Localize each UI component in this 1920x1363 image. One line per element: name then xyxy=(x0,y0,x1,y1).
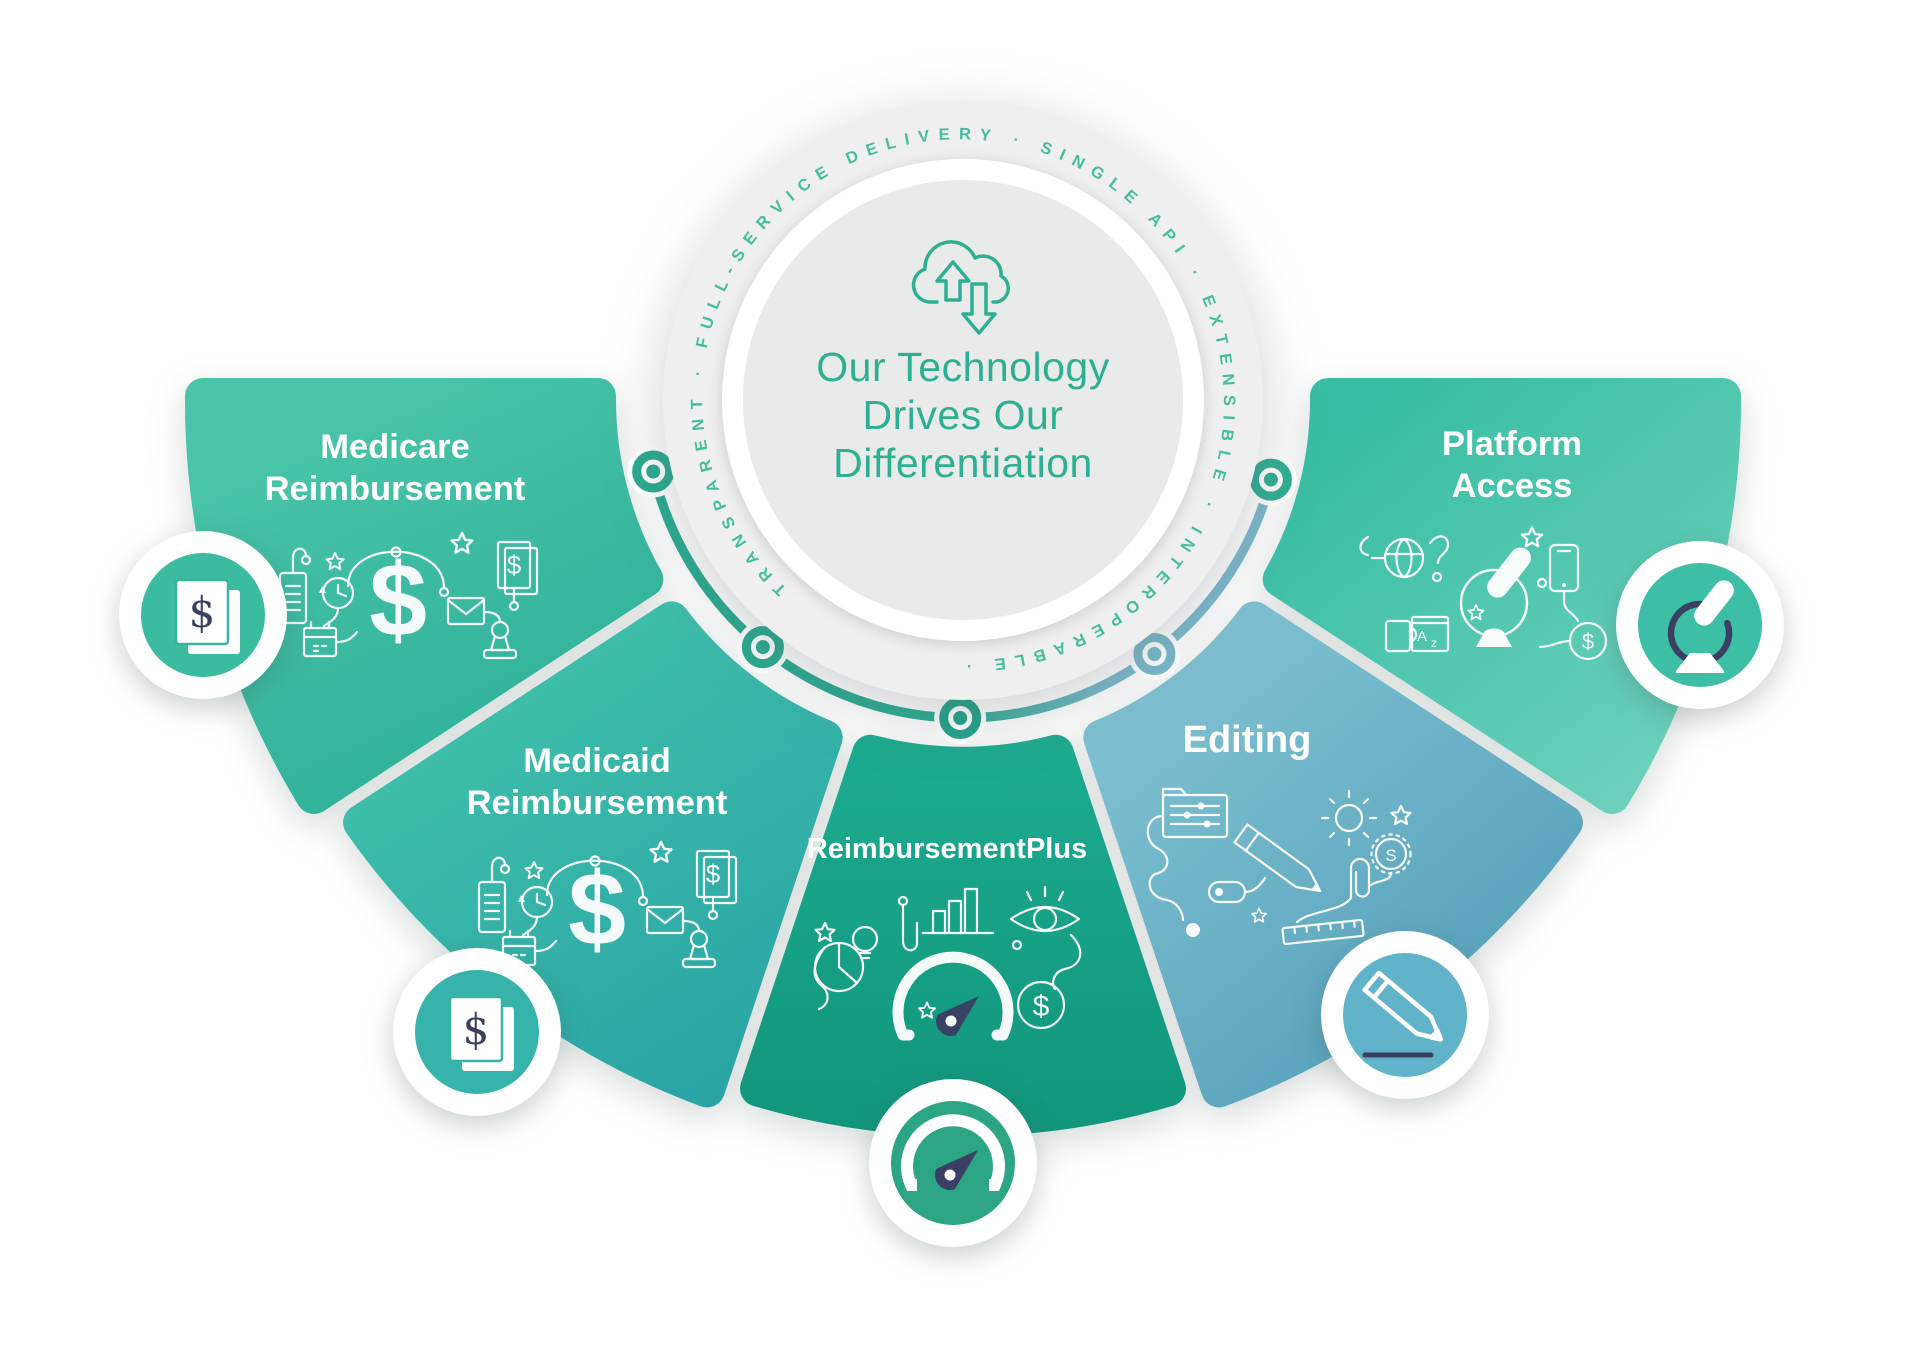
connector-node-dot xyxy=(897,895,909,907)
segment-medicaid-label-line2: Reimbursement xyxy=(467,784,728,822)
toggle-pill-icon xyxy=(1207,876,1267,904)
coin-dollar-glyph: $ xyxy=(1582,629,1594,654)
connector-line xyxy=(1359,535,1386,560)
central-hub: TRANSPARENT · FULL-SERVICE DELIVERY · SI… xyxy=(663,100,1263,700)
segment-reimbursementplus-label: ReimbursementPlus xyxy=(807,833,1087,865)
documents-dollar-icon xyxy=(174,578,242,656)
medicare-badge xyxy=(119,531,287,699)
segment-editing-label: Editing xyxy=(1183,719,1312,761)
dictionary-letter-z: z xyxy=(1431,636,1437,650)
connector-node-3 xyxy=(934,692,987,744)
ruler-icon xyxy=(1281,918,1365,946)
dictionary-letter-a: A xyxy=(1417,628,1427,645)
pencil-icon xyxy=(1362,970,1443,1058)
platform-icons-cluster: A z $ xyxy=(1359,526,1608,661)
connector-end-dot xyxy=(1186,923,1200,937)
cloud-sync-arrows-icon xyxy=(911,240,1010,335)
connector-line xyxy=(1428,535,1450,565)
bar-chart-icon xyxy=(921,887,995,935)
microscope-icon xyxy=(1667,580,1734,673)
editing-badge xyxy=(1321,931,1489,1099)
documents-dollar-icon xyxy=(448,995,516,1073)
dictionary-icon: A z xyxy=(1410,615,1450,653)
microscope-large-icon xyxy=(1459,547,1531,647)
paperclip-icon xyxy=(1349,857,1371,900)
connector-line xyxy=(1148,872,1185,922)
reimbursementplus-icons-cluster: $ xyxy=(813,885,1082,1041)
segment-platform-label-line2: Access xyxy=(1452,467,1573,505)
segment-platform-label-line1: Platform xyxy=(1442,425,1582,463)
connector-line xyxy=(1562,589,1580,623)
hub-title-line1: Our Technology xyxy=(816,344,1109,390)
dollar-coin-icon: $ xyxy=(1016,980,1066,1030)
platform-badge xyxy=(1616,541,1784,709)
connector-node-1 xyxy=(627,445,680,498)
medicaid-badge xyxy=(393,948,561,1116)
coin-dollar-glyph: $ xyxy=(1033,990,1050,1023)
hub-title-line3: Differentiation xyxy=(833,440,1093,486)
segment-reimbursementplus-wedge xyxy=(740,734,1186,1137)
segment-editing-wedge xyxy=(1083,601,1583,1108)
connector-line xyxy=(1538,639,1572,649)
speedometer-icon xyxy=(901,1114,1005,1191)
connector-line xyxy=(901,903,919,952)
reimbursementplus-badge xyxy=(869,1079,1037,1247)
gauge-icon xyxy=(892,951,1014,1041)
editing-icons-cluster: S xyxy=(1146,787,1412,946)
connector-line xyxy=(1146,814,1169,876)
mug-icon xyxy=(1384,619,1418,653)
segment-medicare-label-line1: Medicare xyxy=(320,428,470,466)
connector-line xyxy=(1295,871,1393,924)
connector-node-5 xyxy=(1244,453,1297,506)
segment-medicare-label-line2: Reimbursement xyxy=(265,470,526,508)
connector-node-dot xyxy=(1431,571,1443,583)
connector-node-dot xyxy=(1536,577,1548,589)
hub-title-line2: Drives Our xyxy=(863,392,1064,438)
gear-coin-letter: S xyxy=(1385,846,1396,865)
connector-line xyxy=(813,945,829,1011)
hub-inner-disc xyxy=(743,180,1183,620)
connector-node-dot xyxy=(1011,939,1023,951)
connector-line xyxy=(1052,933,1082,991)
eye-icon xyxy=(1009,885,1081,932)
segment-medicaid-label-line1: Medicaid xyxy=(523,742,671,780)
pencil-large-icon xyxy=(1233,823,1322,893)
sun-icon xyxy=(1320,789,1378,847)
